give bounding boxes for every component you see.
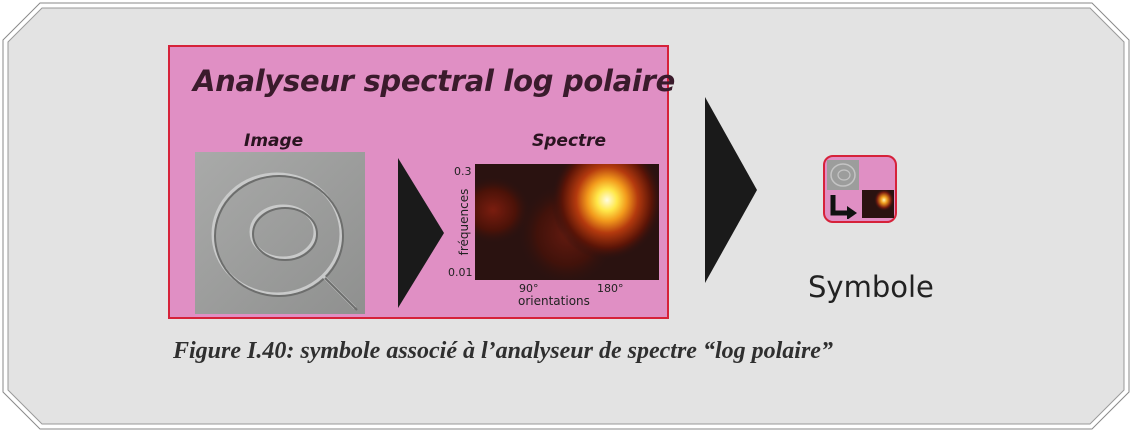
spectrum-heatmap: [475, 164, 659, 280]
x-tick-180: 180°: [597, 282, 624, 295]
symbol-spectrum-thumb: [862, 190, 894, 218]
input-image: [195, 152, 365, 314]
figure-caption: Figure I.40: symbole associé à l’analyse…: [173, 338, 833, 364]
y-tick-bottom: 0.01: [448, 266, 473, 279]
output-arrow: [705, 97, 757, 283]
panel-title: Analyseur spectral log polaire: [193, 64, 675, 98]
x-axis-label: orientations: [518, 294, 590, 308]
spectrum-label: Spectre: [532, 131, 607, 151]
symbol-corner-arrow: [830, 195, 857, 219]
y-axis-label: fréquences: [457, 188, 471, 256]
inner-arrow: [398, 158, 444, 308]
image-label: Image: [244, 131, 304, 151]
symbol-image-thumb: [827, 160, 859, 190]
symbol-label: Symbole: [808, 270, 934, 304]
x-tick-90: 90°: [519, 282, 539, 295]
y-tick-top: 0.3: [454, 165, 472, 178]
